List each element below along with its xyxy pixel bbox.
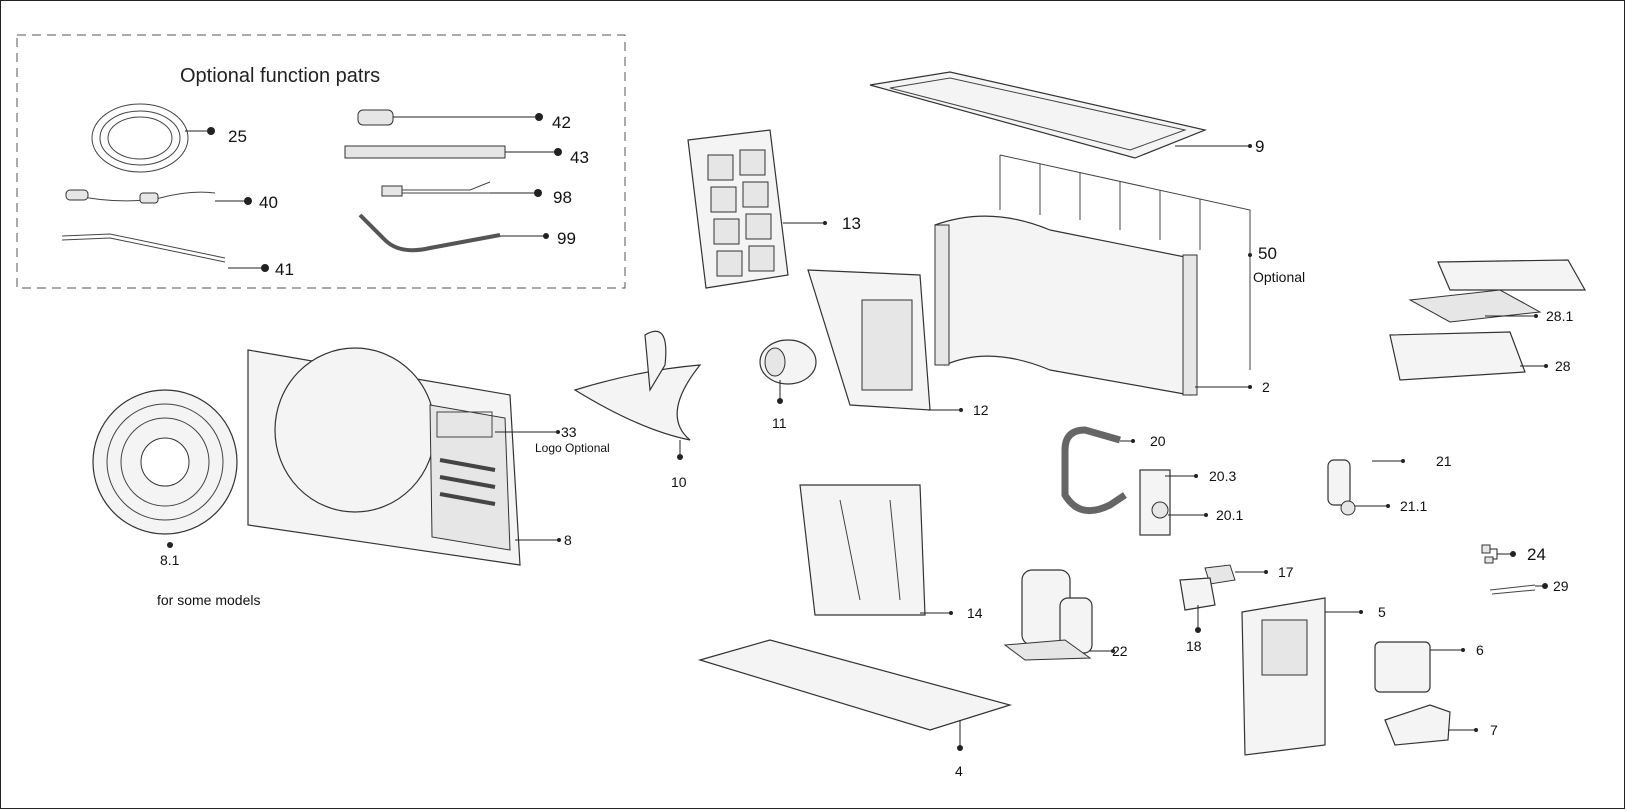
- label-43: 43: [570, 148, 589, 167]
- part-7-handle: [1384, 704, 1451, 746]
- label-12: 12: [973, 402, 989, 418]
- label-24: 24: [1527, 545, 1546, 564]
- label-6: 6: [1476, 642, 1484, 658]
- label-33-note: Logo Optional: [535, 441, 610, 455]
- part-6-cover: [1374, 641, 1431, 693]
- label-50: 50: [1258, 244, 1277, 263]
- part-21-1-valve: [1340, 500, 1356, 516]
- label-11: 11: [772, 415, 787, 431]
- label-20-3: 20.3: [1209, 468, 1236, 484]
- label-22: 22: [1112, 643, 1128, 659]
- label-14: 14: [967, 605, 983, 621]
- label-9: 9: [1255, 137, 1264, 156]
- label-21-1: 21.1: [1400, 498, 1427, 514]
- label-8-1-note: for some models: [157, 592, 260, 608]
- label-28-1: 28.1: [1546, 308, 1573, 324]
- part-21-valve: [1327, 459, 1351, 506]
- leader-lines: [167, 113, 1548, 751]
- part-98-wire: [381, 185, 403, 197]
- label-50-note: Optional: [1253, 269, 1305, 285]
- label-5: 5: [1378, 604, 1386, 620]
- part-40-sensor: [71, 191, 216, 202]
- part-28-control-box-top: [1437, 259, 1587, 291]
- label-98: 98: [553, 188, 572, 207]
- label-18: 18: [1186, 638, 1202, 654]
- label-21: 21: [1436, 453, 1452, 469]
- part-25-heater-coil: [91, 103, 189, 173]
- label-99: 99: [557, 229, 576, 248]
- label-8-1: 8.1: [160, 552, 180, 568]
- part-24: [1481, 544, 1491, 554]
- label-29: 29: [1553, 578, 1569, 594]
- part-33-logo-panel: [429, 404, 511, 551]
- label-20-1: 20.1: [1216, 507, 1243, 523]
- part-number-labels: 25 42 43 98 99 40 41 9 13 50 Optional 28…: [157, 113, 1573, 779]
- label-28: 28: [1555, 358, 1571, 374]
- optional-parts-box: Optional function patrs: [16, 34, 626, 289]
- part-2-condenser: [934, 215, 1191, 396]
- label-20: 20: [1150, 433, 1166, 449]
- label-10: 10: [671, 474, 687, 490]
- label-40: 40: [259, 193, 278, 212]
- part-50-protective-mesh: [999, 154, 1251, 370]
- part-20-pipe: [1061, 426, 1127, 515]
- part-10-fan-blade: [573, 364, 702, 441]
- part-20-3-valve-bracket: [1139, 469, 1171, 536]
- part-20-1-valve: [1151, 501, 1169, 519]
- part-14-electric-box: [799, 484, 926, 616]
- part-29-wire: [1489, 584, 1536, 595]
- label-8: 8: [564, 532, 572, 548]
- label-13: 13: [842, 214, 861, 233]
- part-41-tube: [61, 233, 226, 263]
- label-2: 2: [1262, 379, 1270, 395]
- part-42: [357, 109, 394, 126]
- part-18-board: [1179, 577, 1216, 611]
- part-43-heater-strip: [344, 145, 506, 159]
- label-25: 25: [228, 127, 247, 146]
- label-17: 17: [1278, 564, 1294, 580]
- label-7: 7: [1490, 722, 1498, 738]
- label-33: 33: [561, 424, 577, 440]
- part-28-1-pcb: [1408, 289, 1542, 323]
- label-41: 41: [275, 260, 294, 279]
- label-42: 42: [552, 113, 571, 132]
- part-4-base-pan: [697, 639, 1013, 731]
- part-9-top-cover: [869, 71, 1208, 159]
- part-99-harness: [358, 213, 501, 253]
- part-28-control-box: [1389, 331, 1526, 381]
- optional-box-title: Optional function patrs: [180, 65, 380, 87]
- label-4: 4: [955, 763, 963, 779]
- part-22-compressor: [1003, 569, 1093, 661]
